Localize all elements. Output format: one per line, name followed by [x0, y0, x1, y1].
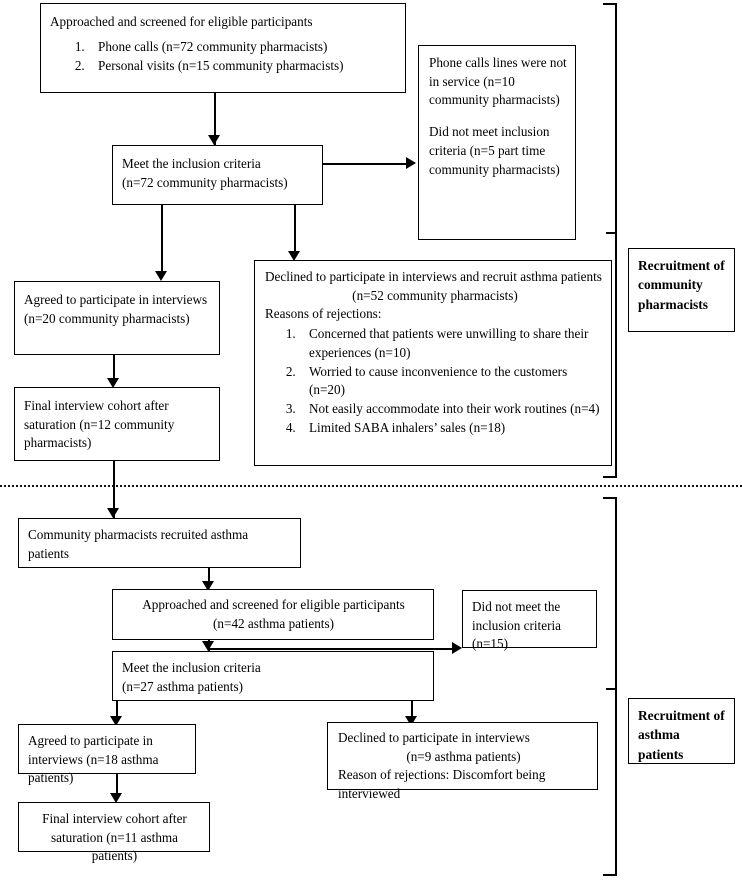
- arrowhead-to-final-cohort: [107, 378, 119, 388]
- connector-met-asthma-to-agreed: [116, 701, 118, 723]
- arrowhead-to-agreed-asthma: [110, 716, 122, 726]
- label-line-4: pharmacists: [638, 296, 708, 312]
- arrowhead-to-final-cohort-asthma: [110, 793, 122, 803]
- box-excluded-pharmacists: Phone calls lines were not in service (n…: [418, 45, 576, 240]
- connector-screened-down-2: [214, 93, 216, 141]
- arrowhead-to-recruited-asthma: [107, 508, 119, 518]
- recruited-line-1: Community pharmacists recruited asthma: [28, 527, 249, 542]
- label2-line-3: patients: [638, 746, 684, 762]
- recruited-line-2: patients: [28, 545, 70, 561]
- declined-asthma-count: (n=9 asthma patients): [406, 748, 521, 764]
- bracket-section-2: [603, 497, 617, 876]
- arrowhead-to-agreed: [155, 271, 167, 281]
- box-screened-pharmacists: Approached and screened for eligible par…: [40, 3, 406, 93]
- section-divider: [0, 485, 742, 487]
- declined-line-1: Declined to participate in interviews an…: [265, 269, 558, 284]
- list-item: Phone calls (n=72 community pharmacists): [88, 38, 397, 57]
- label2-line-1: Recruitment: [638, 708, 711, 723]
- declined-reasons-list: Concerned that patients were unwilling t…: [265, 325, 605, 437]
- arrowhead-to-met-criteria: [208, 135, 220, 145]
- connector-final-to-section2: [113, 461, 115, 518]
- excluded-asthma-line-2: inclusion criteria: [472, 617, 561, 633]
- connector-agreed-asthma-to-final: [116, 774, 118, 800]
- bracket-section-1: [603, 3, 617, 478]
- final-cohort-line-2: saturation: [24, 416, 77, 432]
- connector-met-to-declined: [294, 205, 296, 253]
- excluded-line-9: pharmacists): [492, 161, 560, 177]
- list-item: Worried to cause inconvenience to the cu…: [299, 363, 605, 400]
- excluded-line-5: Did not meet inclusion: [429, 124, 550, 140]
- label-line-1: Recruitment: [638, 258, 711, 273]
- declined-line-2: patients: [560, 269, 602, 284]
- box-final-cohort-pharmacists: Final interview cohort after saturation …: [14, 387, 220, 461]
- met-criteria-asthma-sub: (n=27 asthma patients): [122, 678, 243, 694]
- arrowhead-to-met-criteria-asthma: [202, 641, 214, 651]
- final-cohort-line-3: (n=12 community pharmacists): [24, 416, 175, 451]
- label-line-3: community: [638, 277, 703, 293]
- box-screened-pharmacists-list: Phone calls (n=72 community pharmacists)…: [50, 38, 397, 76]
- met-criteria-title: Meet the inclusion criteria: [122, 156, 261, 171]
- agreed-line-2: interviews: [152, 292, 208, 307]
- list-item: Not easily accommodate into their work r…: [299, 400, 605, 419]
- excluded-line-1: Phone calls lines were: [429, 55, 547, 70]
- list-item: Personal visits (n=15 community pharmaci…: [88, 57, 397, 76]
- connector-agreed-to-final: [113, 355, 115, 385]
- box-final-cohort-asthma: Final interview cohort after saturation …: [18, 802, 210, 863]
- connector-met-to-agreed: [161, 205, 163, 273]
- final-cohort-asthma-line-2: (n=11 asthma patients): [91, 829, 179, 864]
- final-cohort-asthma-line-1: Final interview cohort after saturation: [42, 811, 187, 845]
- box-excluded-asthma-patients: Did not meet the inclusion criteria (n=1…: [462, 590, 597, 652]
- declined-count: (n=52 community pharmacists): [352, 287, 518, 303]
- agreed-line-3: (n=20 community pharmacists): [24, 310, 190, 326]
- final-cohort-line-1: Final interview cohort after: [24, 398, 169, 413]
- box-met-criteria-pharmacists: Meet the inclusion criteria (n=72 commun…: [112, 145, 323, 205]
- box-met-criteria-asthma: Meet the inclusion criteria (n=27 asthma…: [112, 651, 434, 701]
- box-screened-asthma-patients: Approached and screened for eligible par…: [112, 589, 434, 640]
- connector-met-asthma-to-declined: [411, 701, 413, 723]
- box-agreed-asthma: Agreed to participate in interviews (n=1…: [18, 724, 196, 785]
- screened-asthma-title: Approached and screened for eligible par…: [142, 597, 405, 612]
- agreed-asthma-line-1: Agreed to participate in interviews: [28, 733, 153, 767]
- connector-screened-asthma-to-excluded: [208, 648, 456, 650]
- box-agreed-pharmacists: Agreed to participate in interviews (n=2…: [14, 281, 220, 355]
- bracket-tick-section-2: [606, 688, 617, 690]
- met-criteria-asthma-title: Meet the inclusion criteria: [122, 660, 261, 675]
- excluded-line-8: community: [429, 161, 490, 177]
- box-declined-asthma: Declined to participate in interviews (n…: [327, 722, 598, 801]
- arrowhead-to-excluded: [406, 157, 416, 169]
- excluded-line-6: criteria: [429, 142, 467, 158]
- excluded-line-4: pharmacists): [492, 92, 560, 108]
- agreed-line-1: Agreed to participate in: [24, 292, 149, 307]
- box-recruited-asthma-patients: Community pharmacists recruited asthma p…: [18, 518, 301, 568]
- agreed-asthma-line-2: (n=18 asthma patients): [28, 751, 159, 786]
- bracket-tick-section-1: [606, 232, 617, 234]
- excluded-asthma-line-3: (n=15): [472, 636, 509, 652]
- label-line-2: of: [713, 258, 725, 273]
- arrowhead-to-excluded-asthma: [452, 642, 462, 654]
- arrowhead-to-screened-asthma: [202, 581, 214, 591]
- met-criteria-sub: (n=72 community pharmacists): [122, 174, 288, 190]
- excluded-asthma-line-1: Did not meet the: [472, 599, 561, 614]
- excluded-line-7: (n=5 part time: [469, 142, 546, 158]
- list-item: Limited SABA inhalers’ sales (n=18): [299, 419, 605, 438]
- arrowhead-to-declined-asthma: [405, 716, 417, 726]
- excluded-line-3: (n=10 community: [429, 73, 515, 108]
- box-screened-pharmacists-title: Approached and screened for eligible par…: [50, 14, 313, 29]
- connector-recruited-to-screened: [208, 568, 210, 588]
- declined-asthma-line-3: interviewed: [338, 786, 401, 802]
- excluded-line-2: not in service: [429, 55, 567, 89]
- list-item: Concerned that patients were unwilling t…: [299, 325, 605, 362]
- declined-reasons-header: Reasons of rejections:: [265, 306, 382, 322]
- arrowhead-to-declined: [288, 251, 300, 261]
- declined-asthma-line-2: Reason of rejections: Discomfort being: [338, 767, 546, 783]
- declined-asthma-line-1: Declined to participate in interviews: [338, 730, 530, 745]
- screened-asthma-sub: (n=42 asthma patients): [213, 615, 334, 631]
- label-recruitment-community-pharmacists: Recruitment of community pharmacists: [628, 248, 735, 332]
- box-declined-pharmacists: Declined to participate in interviews an…: [254, 260, 612, 466]
- label-recruitment-asthma-patients: Recruitment of asthma patients: [628, 698, 735, 764]
- spacer: [429, 110, 567, 123]
- label2-line-2: of asthma: [638, 708, 725, 743]
